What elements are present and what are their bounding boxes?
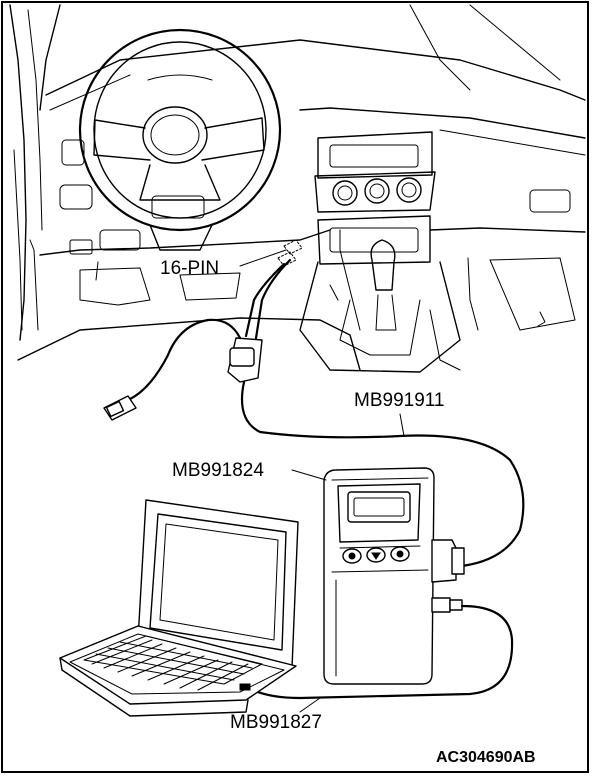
figure-frame [1,1,589,773]
cable-mb991911 [103,258,525,568]
label-16-pin: 16-PIN [160,258,219,279]
laptop [59,499,299,717]
vci-unit [291,467,465,685]
obd-connector-area [239,239,303,267]
label-mb991911: MB991911 [354,390,445,411]
car-interior [9,4,586,373]
label-mb991827: MB991827 [230,712,322,733]
pin-leader-line [239,249,287,267]
leader-mb991911 [399,413,405,437]
label-mb991824: MB991824 [172,460,264,481]
cable-mb991827 [246,604,514,713]
figure-code: AC304690AB [436,749,536,766]
